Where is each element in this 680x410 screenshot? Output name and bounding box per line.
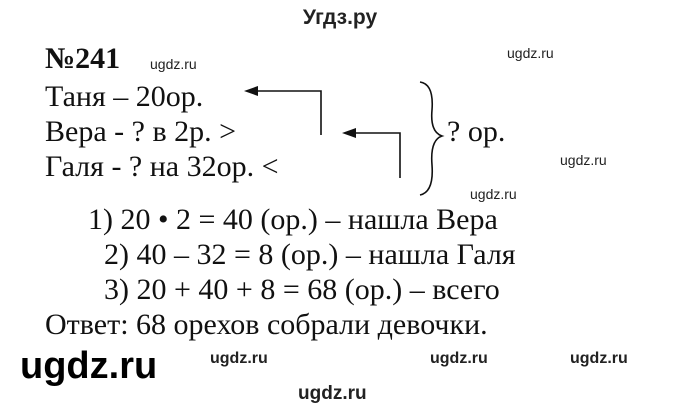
watermark: ugdz.ru [298,383,367,404]
arrow-vera-to-tanya [255,90,322,135]
watermark: ugdz.ru [560,152,607,168]
watermark: ugdz.ru [470,186,517,202]
step-1: 1) 20 • 2 = 40 (ор.) – нашла Вера [88,203,498,236]
watermark: ugdz.ru [210,350,268,367]
watermark: ugdz.ru [150,56,197,72]
watermark-large: ugdz.ru [20,345,158,387]
watermark: ugdz.ru [430,350,488,367]
task-number: №241 [45,42,121,75]
watermark: ugdz.ru [507,45,554,61]
answer: Ответ: 68 орехов собрали девочки. [45,308,488,341]
watermark: ugdz.ru [570,350,628,367]
site-header: Угдз.ру [302,6,378,29]
brace [419,81,445,196]
step-2: 2) 40 – 32 = 8 (ор.) – нашла Галя [104,238,516,271]
arrow-galya-to-vera [352,132,401,178]
condition-vera: Вера - ? в 2р. > [45,115,237,148]
condition-tanya: Таня – 20ор. [45,80,204,113]
condition-galya: Галя - ? на 32ор. < [45,150,279,183]
step-3: 3) 20 + 40 + 8 = 68 (ор.) – всего [104,273,500,306]
question: ? ор. [447,115,506,148]
